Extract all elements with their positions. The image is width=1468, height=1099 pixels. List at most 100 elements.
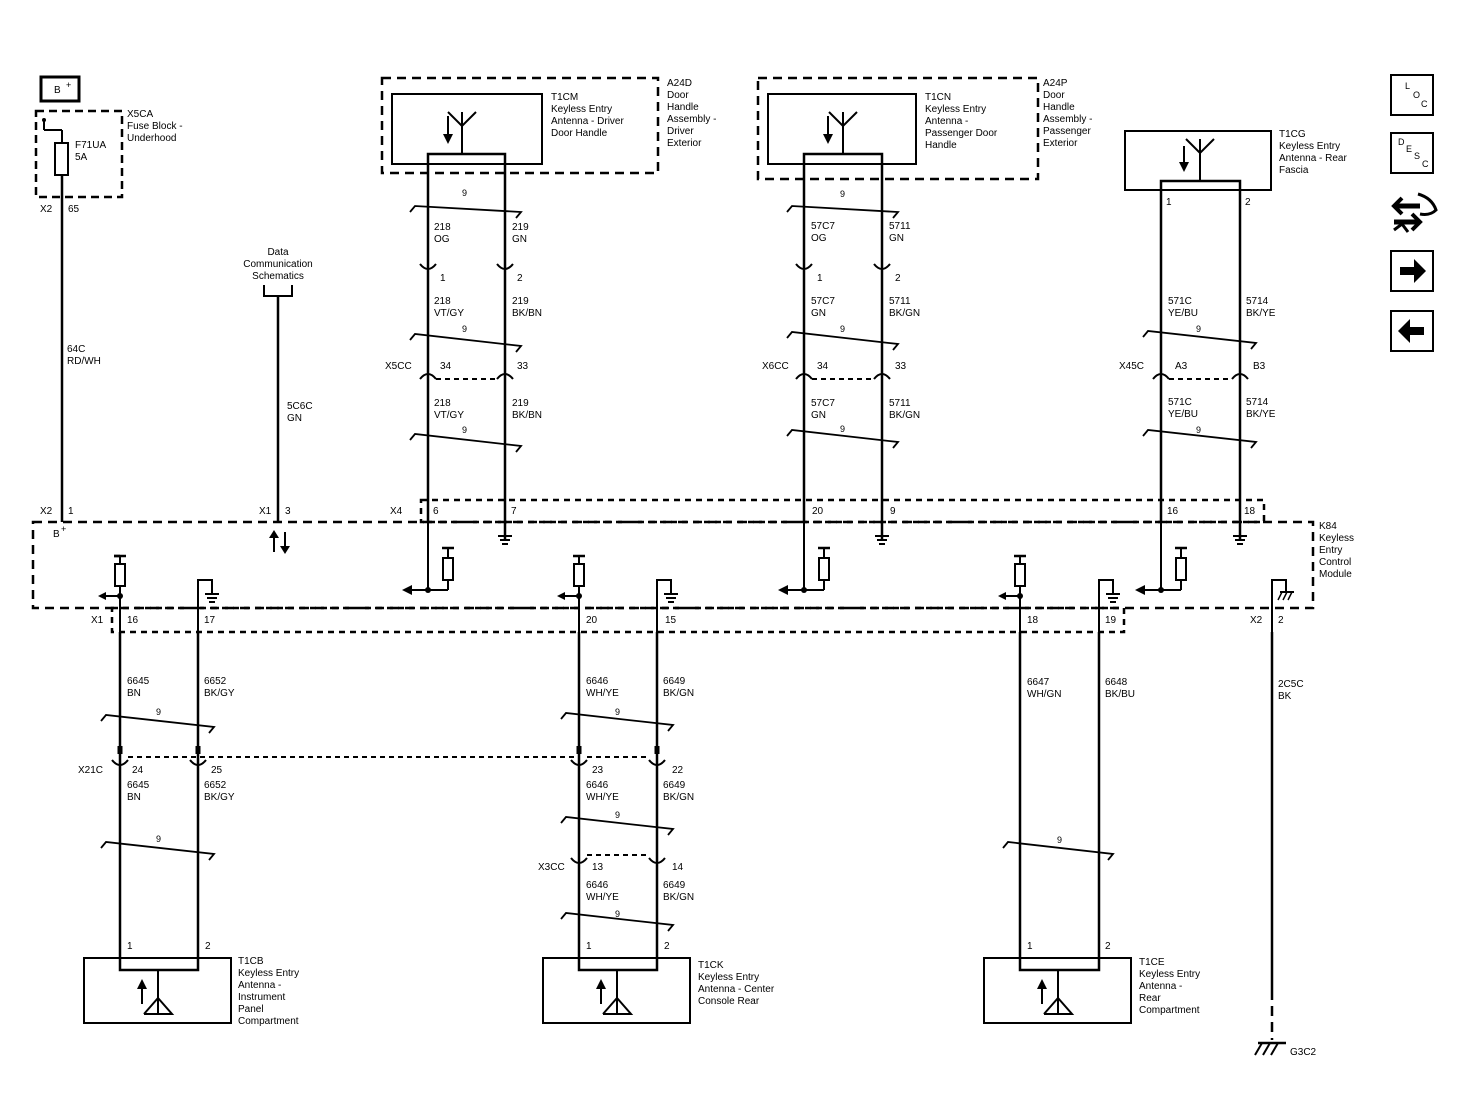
a24p-name-1: Door (1043, 90, 1065, 101)
a24p-name-3: Assembly - (1043, 114, 1092, 125)
x45c-pin-b3: B3 (1253, 361, 1266, 372)
t1cn-w2-top-color: GN (889, 233, 904, 244)
svg-text:9: 9 (615, 707, 620, 717)
connector-end-view-icon[interactable] (1390, 188, 1440, 238)
x45c-ref: X45C (1119, 361, 1144, 372)
t1cg-ref: T1CG (1279, 129, 1306, 140)
pin-conn-x2-b: X2 (1250, 615, 1263, 626)
svg-text:9: 9 (615, 909, 620, 919)
t1cg-w1-mid-color: YE/BU (1168, 308, 1198, 319)
loc-letter-o: O (1413, 90, 1421, 100)
t1cn-w2-top-circuit: 5711 (889, 221, 911, 232)
t1ck-w1-low-circuit: 6646 (586, 880, 609, 891)
t1cm-w1-mid-color: VT/GY (434, 308, 464, 319)
module-ref: K84 (1319, 521, 1337, 532)
a24d-name-3: Assembly - (667, 114, 716, 125)
t1cn-pin-2: 2 (895, 273, 901, 284)
module-name-1: Keyless (1319, 533, 1354, 544)
desc-letter-s: S (1414, 151, 1421, 161)
t1ck-name-2: Antenna - Center (698, 984, 775, 995)
arrow-right-icon (1400, 259, 1426, 283)
ground-circuit: 2C5C (1278, 679, 1304, 690)
x21c-pin25-connector (189, 759, 207, 766)
t1ce-w1-top-color: WH/GN (1027, 689, 1061, 700)
x6cc-pin-34: 34 (817, 361, 829, 372)
svg-text:9: 9 (615, 810, 620, 820)
desc-letter-d: D (1398, 137, 1405, 147)
t1cb-w2-mid-color: BK/GY (204, 792, 235, 803)
loc-button[interactable]: L O C (1390, 74, 1434, 116)
data-color: GN (287, 413, 302, 424)
pin-x4-18: 18 (1244, 506, 1256, 517)
t1cb-w1-mid-color: BN (127, 792, 141, 803)
t1cb-w1-top-color: BN (127, 688, 141, 699)
data-comm-label-2: Communication (243, 259, 312, 270)
pin-x1-17: 17 (204, 615, 216, 626)
svg-text:9: 9 (156, 707, 161, 717)
t1ck-twist-3: 9 (560, 909, 675, 932)
t1ck-w1-top-circuit: 6646 (586, 676, 609, 687)
pin-x1-20: 20 (586, 615, 598, 626)
loc-letter-l: L (1405, 81, 1411, 91)
t1cb-pin-1: 1 (127, 941, 133, 952)
t1cg-w1-mid-circuit: 571C (1168, 296, 1192, 307)
pin-conn-x1: X1 (259, 506, 272, 517)
t1ce-name-3: Rear (1139, 993, 1161, 1004)
t1cm-w2-top-color: GN (512, 234, 527, 245)
desc-button[interactable]: D E S C (1390, 132, 1434, 174)
x21c-pin-24: 24 (132, 765, 144, 776)
t1cm-pin-2: 2 (517, 273, 523, 284)
module-name-4: Module (1319, 569, 1352, 580)
x3cc-pin-13: 13 (592, 862, 604, 873)
t1cn-w2-low-color: BK/GN (889, 410, 920, 421)
t1ck-w1-mid-circuit: 6646 (586, 780, 609, 791)
x5cc-ref: X5CC (385, 361, 412, 372)
x3cc-pin14-connector (648, 857, 666, 864)
module-x1-connector (110, 606, 1126, 634)
t1cn-w1-low-color: GN (811, 410, 826, 421)
a24d-outline (380, 76, 660, 175)
pin-x2-1: 1 (68, 506, 74, 517)
t1cm-twist-2: 9 (409, 324, 523, 353)
t1cn-w1-mid-circuit: 57C7 (811, 296, 835, 307)
t1cn-pin1-connector (795, 263, 813, 270)
data-comm-bracket (263, 285, 293, 297)
x6cc-pin33-connector (873, 373, 891, 380)
svg-text:9: 9 (462, 324, 467, 334)
module-bottom-pins: X1 16 17 20 15 18 19 X2 2 (91, 615, 1284, 626)
a24p-ref: A24P (1043, 78, 1068, 89)
prev-button[interactable] (1390, 310, 1434, 352)
x5cc-pin-33: 33 (517, 361, 529, 372)
battery-sup: + (66, 80, 71, 90)
t1cg-w1-low-color: YE/BU (1168, 409, 1198, 420)
t1cb-pin-2: 2 (205, 941, 211, 952)
module-internal-circuits (98, 522, 1294, 632)
module-name-3: Control (1319, 557, 1351, 568)
next-button[interactable] (1390, 250, 1434, 292)
t1cg-w2-low-color: BK/YE (1246, 409, 1276, 420)
x6cc-pin-33: 33 (895, 361, 907, 372)
t1ck-antenna-icon (602, 996, 634, 1015)
t1cm-name-3: Door Handle (551, 128, 608, 139)
x5cc-pin-34: 34 (440, 361, 452, 372)
t1ce-name-1: Keyless Entry (1139, 969, 1200, 980)
x45c-pin-a3: A3 (1175, 361, 1188, 372)
bidirectional-arrow-icon (269, 530, 290, 554)
pin-x2-2: 2 (1278, 615, 1284, 626)
t1cm-wires (426, 152, 507, 540)
t1cg-twist-1: 9 (1142, 324, 1258, 350)
pin23-connector (570, 759, 588, 766)
fuse-block-outline (34, 109, 124, 199)
t1ce-name-2: Antenna - (1139, 981, 1182, 992)
t1ck-twist-1: 9 (560, 707, 675, 732)
t1ck-w1-mid-color: WH/YE (586, 792, 619, 803)
t1cg-w1-low-circuit: 571C (1168, 397, 1192, 408)
pin-x1-16: 16 (127, 615, 139, 626)
t1cn-w1-top-circuit: 57C7 (811, 221, 835, 232)
a24d-name-5: Exterior (667, 138, 702, 149)
pin-x4-7: 7 (511, 506, 517, 517)
t1cm-down-arrow-icon (443, 134, 453, 144)
a24d-name-4: Driver (667, 126, 694, 137)
t1ce-pin-1: 1 (1027, 941, 1033, 952)
